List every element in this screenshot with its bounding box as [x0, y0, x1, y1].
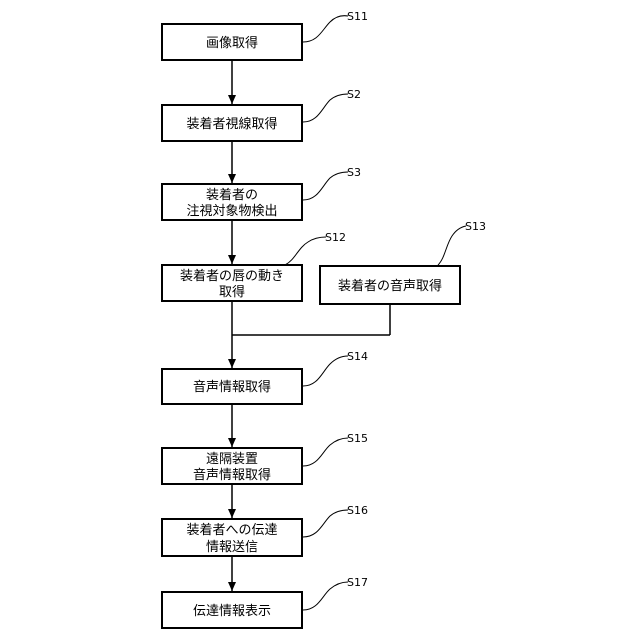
step-text: 伝達情報表示 [193, 604, 271, 619]
step-text-line2: 取得 [219, 284, 245, 300]
leader-s11 [303, 16, 348, 42]
step-text-line2: 音声情報取得 [193, 467, 271, 483]
step-s12: 装着者の唇の動き 取得 [162, 265, 302, 301]
step-text-line1: 装着者の [206, 187, 258, 203]
leader-s2 [303, 94, 348, 122]
step-label-s11: S11 [347, 10, 368, 23]
step-s17: 伝達情報表示 [162, 592, 302, 628]
leaders [285, 16, 466, 610]
step-s16: 装着者への伝達 情報送信 [162, 519, 302, 556]
leader-s16 [303, 510, 348, 537]
step-s2: 装着者視線取得 [162, 105, 302, 141]
leader-s13 [438, 226, 466, 265]
step-text-line1: 装着者の唇の動き [180, 268, 284, 284]
step-s11: 画像取得 [162, 24, 302, 60]
step-text: 装着者の音声取得 [338, 278, 442, 294]
step-text: 音声情報取得 [193, 379, 271, 395]
step-label-s15: S15 [347, 432, 368, 445]
step-text-line2: 情報送信 [206, 540, 258, 555]
leader-s12 [285, 237, 326, 265]
step-s13: 装着者の音声取得 [320, 266, 460, 304]
leader-s17 [303, 582, 348, 610]
step-s14: 音声情報取得 [162, 369, 302, 404]
step-s15: 遠隔装置 音声情報取得 [162, 448, 302, 484]
step-label-s2: S2 [347, 88, 361, 101]
step-s3: 装着者の 注視対象物検出 [162, 184, 302, 220]
step-text-line2: 注視対象物検出 [186, 204, 277, 219]
step-text: 装着者視線取得 [186, 116, 277, 132]
step-label-s3: S3 [347, 166, 361, 179]
step-label-s17: S17 [347, 576, 368, 589]
step-label-s12: S12 [325, 231, 346, 244]
step-text: 画像取得 [206, 35, 258, 51]
leader-s14 [303, 356, 348, 386]
step-label-s16: S16 [347, 504, 368, 517]
step-label-s13: S13 [465, 220, 486, 233]
leader-s3 [303, 172, 348, 200]
step-text-line1: 装着者への伝達 [186, 522, 277, 538]
step-label-s14: S14 [347, 350, 368, 363]
leader-s15 [303, 438, 348, 466]
step-text-line1: 遠隔装置 [206, 452, 258, 467]
